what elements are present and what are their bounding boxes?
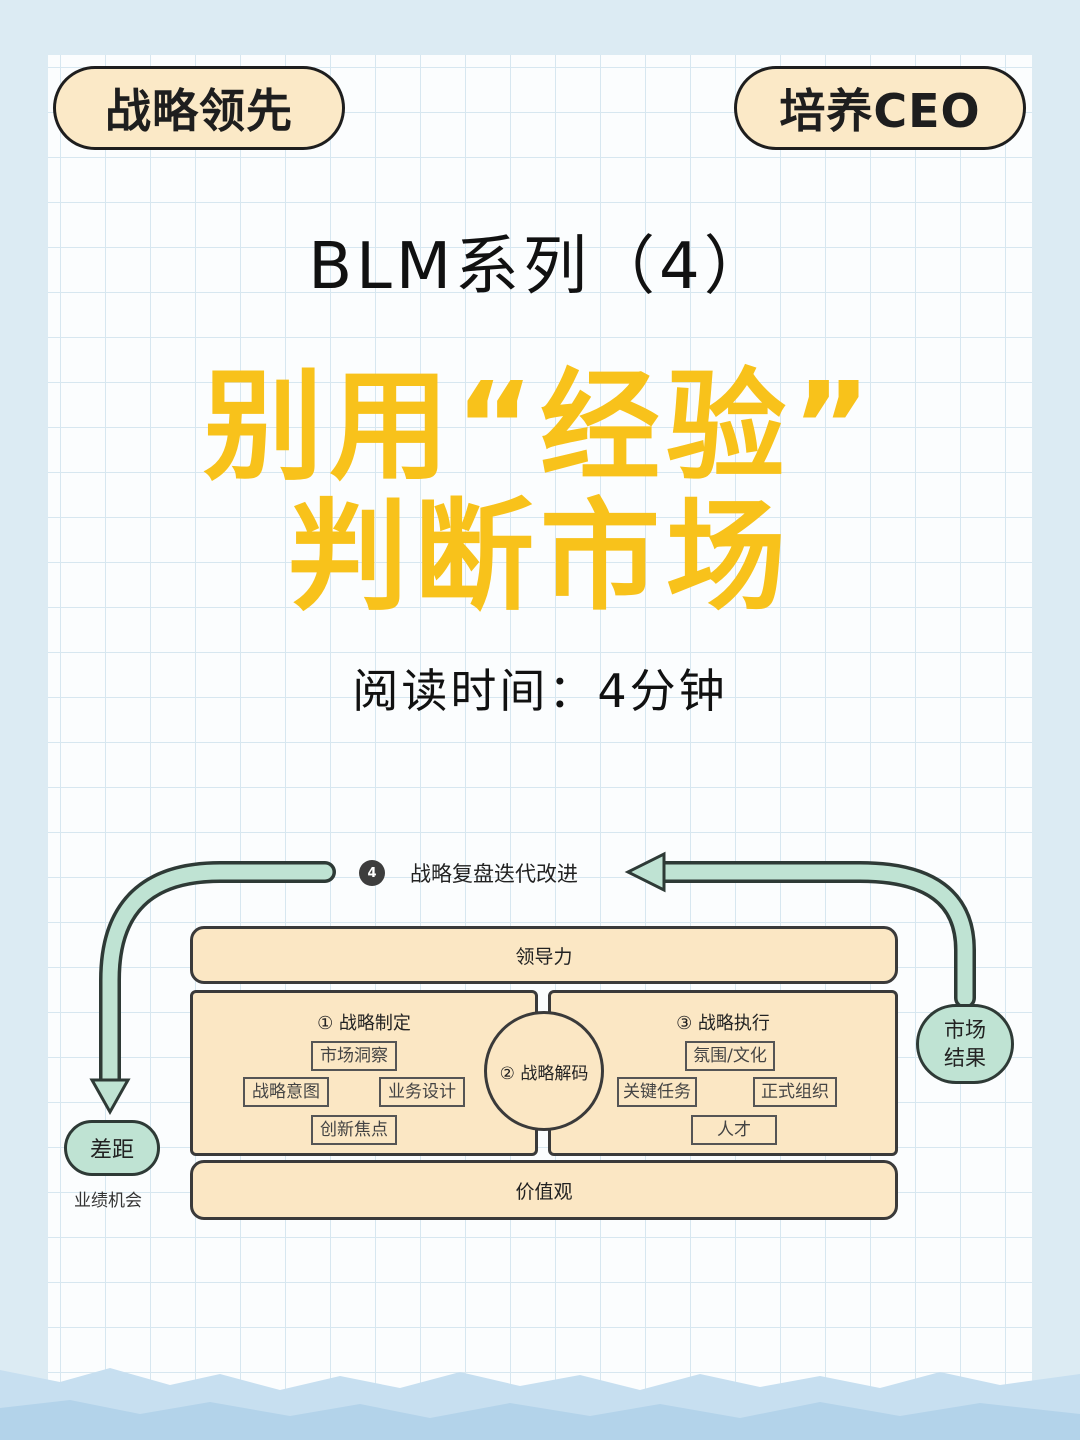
gap-subtitle: 业绩机会 [74, 1191, 142, 1211]
right-arrow-head [624, 851, 666, 893]
box-market-insight: 市场洞察 [311, 1041, 397, 1071]
gap-label: 差距 [89, 1138, 134, 1163]
badge-train-ceo: 培养CEO [734, 66, 1026, 150]
box-formal-organization: 正式组织 [753, 1077, 837, 1107]
series-title: BLM系列（4） [308, 230, 772, 304]
box-key-tasks: 关键任务 [617, 1077, 697, 1107]
strategy-decoding-circle: ② 战略解码 [484, 1011, 604, 1131]
left-arrow-head [89, 1078, 131, 1116]
values-label: 价值观 [515, 1180, 573, 1203]
torn-paper-edge [0, 1368, 1080, 1440]
box-talent: 人才 [691, 1115, 777, 1145]
blm-diagram: 4 战略复盘迭代改进 领导力 ① 战略制定 市场洞察 战略意图 业务设计 创新焦… [0, 840, 1080, 1240]
box-strategic-intent: 战略意图 [243, 1077, 329, 1107]
box-innovation-focus: 创新焦点 [311, 1115, 397, 1145]
step-4-badge: 4 [359, 860, 385, 886]
headline-line-1: 别用“经验” [203, 358, 877, 497]
strategy-decoding-label: ② 战略解码 [499, 1063, 589, 1084]
strategy-execution-panel: ③ 战略执行 氛围/文化 关键任务 正式组织 人才 [548, 990, 898, 1156]
market-label-line2: 结果 [944, 1046, 986, 1070]
badge-strategy-lead: 战略领先 [53, 66, 345, 150]
market-result-node: 市场结果 [916, 1004, 1014, 1084]
leadership-label: 领导力 [515, 945, 573, 968]
market-label-line1: 市场 [944, 1018, 986, 1042]
loop-arrows [89, 851, 976, 1116]
box-business-design: 业务设计 [379, 1077, 465, 1107]
headline-line-2: 判断市场 [288, 488, 792, 627]
strategy-formulation-title: ① 战略制定 [317, 1013, 411, 1034]
loop-label: 战略复盘迭代改进 [410, 862, 578, 886]
leadership-band: 领导力 [190, 926, 898, 984]
box-climate-culture: 氛围/文化 [685, 1041, 775, 1071]
gap-node: 差距 [64, 1120, 160, 1176]
values-band: 价值观 [190, 1160, 898, 1220]
strategy-execution-title: ③ 战略执行 [676, 1013, 770, 1034]
reading-time: 阅读时间：4分钟 [352, 664, 728, 718]
